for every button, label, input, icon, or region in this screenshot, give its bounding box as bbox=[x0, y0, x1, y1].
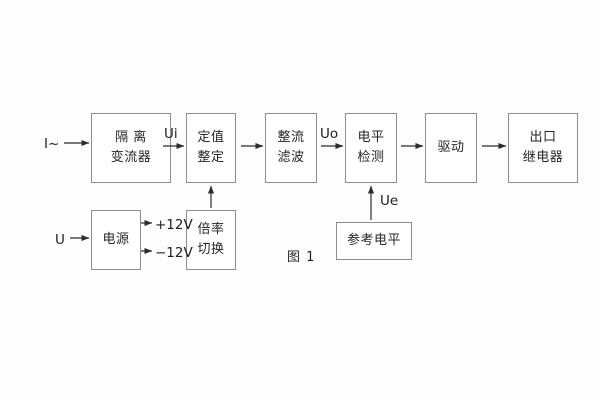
block-line: 切换 bbox=[197, 242, 225, 257]
block-line: 出口 bbox=[529, 130, 557, 146]
block-rectify-filter: 整流 滤波 bbox=[265, 113, 317, 183]
block-power-supply: 电源 bbox=[91, 210, 141, 270]
block-line: 电源 bbox=[102, 232, 130, 248]
label-input-voltage: U bbox=[55, 232, 65, 248]
block-multiplier-switch: 倍率 切换 bbox=[186, 210, 236, 270]
block-line: 检测 bbox=[357, 150, 385, 165]
block-line: 继电器 bbox=[522, 150, 564, 165]
block-line: 驱动 bbox=[437, 140, 465, 156]
block-setting-value: 定值 整定 bbox=[186, 113, 236, 183]
block-line: 倍率 bbox=[197, 222, 225, 238]
label-ui: Ui bbox=[164, 126, 178, 142]
label-ue: Ue bbox=[380, 193, 399, 209]
block-line: 滤波 bbox=[277, 150, 305, 165]
figure-caption: 图 1 bbox=[287, 250, 316, 265]
block-level-detect: 电平 检测 bbox=[345, 113, 397, 183]
block-line: 参考电平 bbox=[346, 233, 401, 249]
label-uo: Uo bbox=[320, 126, 339, 142]
block-isolation-ct: 隔 离 变流器 bbox=[91, 113, 171, 183]
block-line: 隔 离 bbox=[115, 130, 147, 146]
block-line: 定值 bbox=[197, 130, 225, 146]
block-output-relay: 出口 继电器 bbox=[508, 113, 578, 183]
label-rail-positive: +12V bbox=[155, 217, 193, 233]
label-input-current: I~ bbox=[44, 136, 60, 152]
block-line: 变流器 bbox=[110, 150, 152, 165]
block-drive: 驱动 bbox=[425, 113, 477, 183]
block-line: 整流 bbox=[277, 130, 305, 146]
block-line: 整定 bbox=[197, 150, 225, 165]
block-reference-level: 参考电平 bbox=[336, 222, 412, 260]
label-rail-negative: −12V bbox=[155, 245, 193, 261]
block-line: 电平 bbox=[357, 130, 385, 146]
